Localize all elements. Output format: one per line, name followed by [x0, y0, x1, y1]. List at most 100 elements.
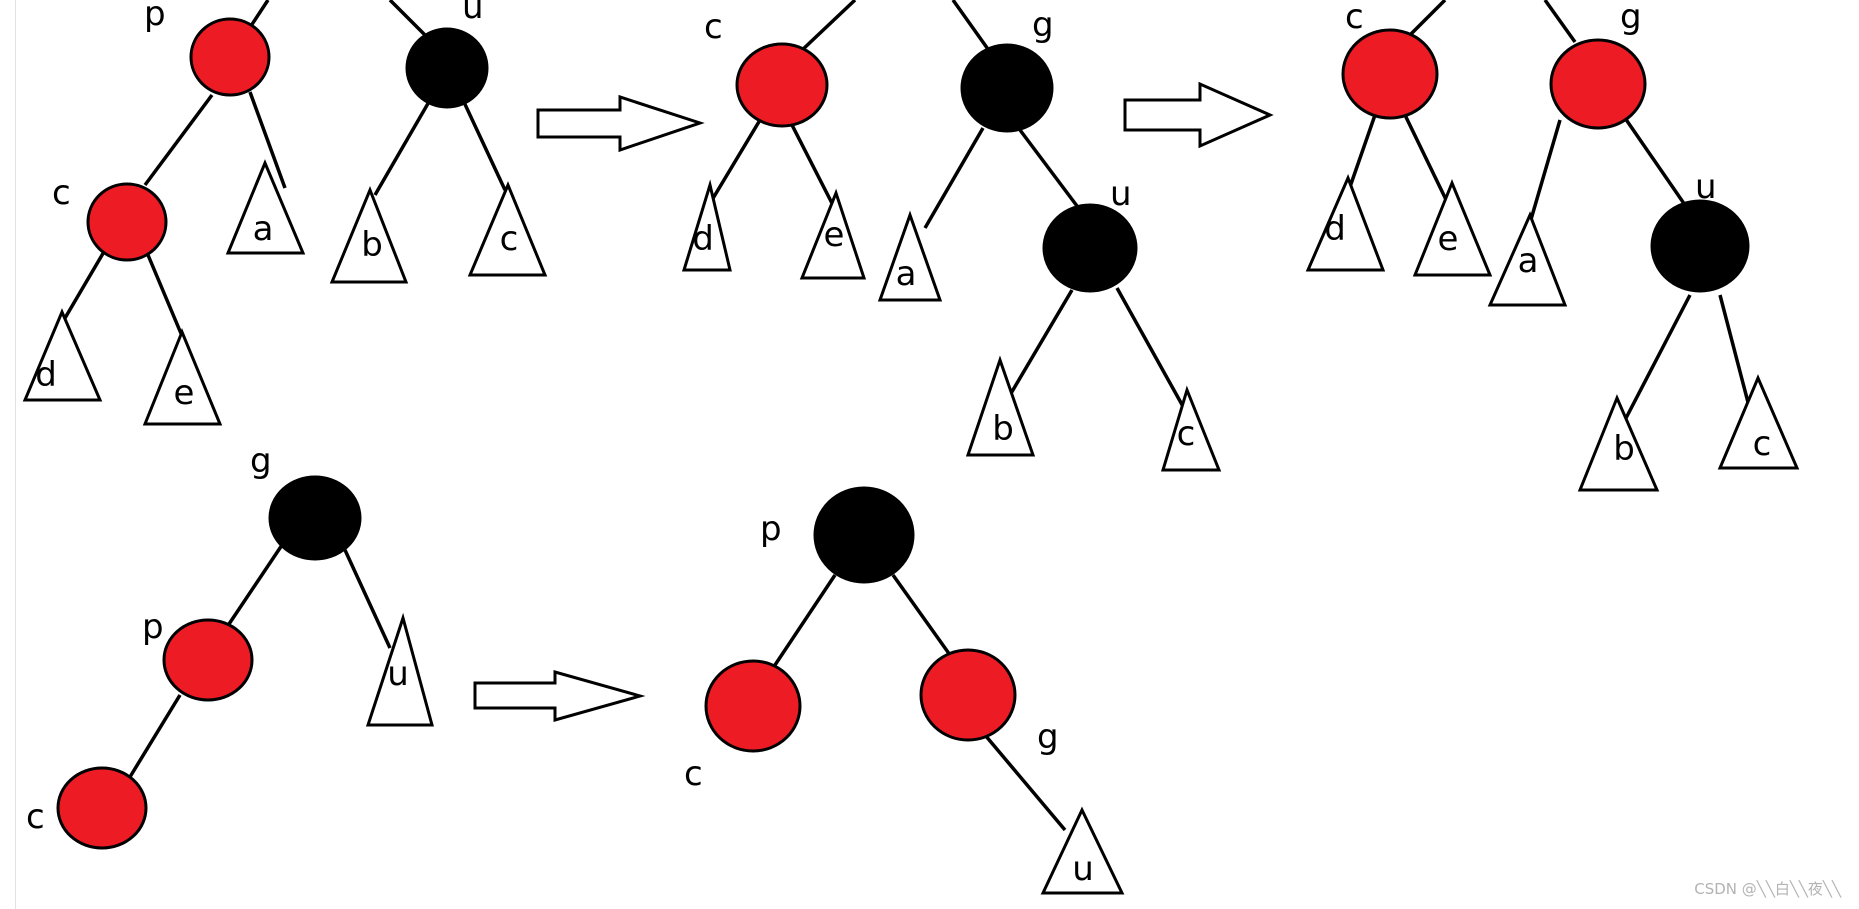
tree-3: c g u d e a b c — [1305, 0, 1800, 492]
edge — [1018, 128, 1082, 212]
subtree-label: b — [361, 225, 383, 265]
label-u: u — [1110, 174, 1132, 214]
edge — [1408, 0, 1447, 37]
tree-5: p c g u — [684, 486, 1125, 895]
node-g — [268, 475, 362, 561]
label-p: p — [142, 607, 164, 647]
node-g — [1549, 38, 1647, 130]
edge — [790, 124, 840, 216]
edge — [223, 544, 284, 631]
edge — [1543, 0, 1577, 44]
label-u: u — [462, 0, 484, 27]
label-u: u — [1695, 167, 1717, 207]
label-p: p — [760, 509, 782, 549]
node-p — [189, 17, 271, 97]
edge — [771, 574, 837, 669]
edge — [120, 694, 182, 791]
node-c — [86, 182, 168, 262]
edge — [1008, 289, 1074, 396]
tree-1: p u c a b c d e — [22, 0, 548, 426]
label-c: c — [1345, 0, 1364, 37]
tree-2: c g u d e a b c — [681, 0, 1222, 472]
label-g: g — [250, 441, 272, 481]
edge — [143, 93, 214, 187]
edge — [1718, 294, 1752, 411]
subtree-d — [1305, 174, 1386, 272]
label-g: g — [1620, 0, 1642, 37]
edge — [373, 99, 432, 196]
subtree-a — [877, 210, 943, 302]
subtree-e — [799, 188, 867, 280]
subtree-d — [22, 308, 103, 402]
subtree-label: e — [174, 373, 195, 413]
subtree-b — [1577, 394, 1660, 492]
subtree-label: a — [253, 209, 274, 249]
node-g — [919, 648, 1017, 742]
node-c — [735, 42, 829, 128]
node-c — [56, 766, 148, 850]
arrow-right — [1123, 81, 1274, 149]
node-u — [405, 27, 489, 109]
subtree-c — [467, 181, 548, 277]
node-u — [1650, 199, 1750, 293]
subtree-e — [1412, 179, 1493, 277]
edge — [923, 127, 985, 229]
subtree-a — [1487, 211, 1568, 307]
edge — [891, 573, 952, 657]
subtree-label: c — [1753, 424, 1772, 464]
tree-4: g p c u — [26, 441, 434, 850]
arrow-right — [536, 94, 705, 153]
edge — [1623, 294, 1692, 421]
node-c — [704, 659, 802, 753]
subtree-d — [681, 179, 732, 272]
node-c — [1341, 28, 1439, 120]
subtree-label: d — [35, 355, 57, 395]
label-c: c — [26, 797, 45, 837]
label-c: c — [704, 7, 723, 47]
watermark: CSDN @╲╲白╲╲夜╲╲ — [1694, 880, 1841, 898]
subtree-label: e — [1438, 219, 1459, 259]
node-p — [813, 486, 915, 584]
edge — [983, 733, 1067, 832]
subtree-c — [1160, 385, 1222, 472]
arrow-right — [473, 670, 646, 722]
subtree-label: u — [1072, 849, 1094, 889]
edge — [1403, 114, 1454, 213]
subtree-label: b — [1613, 429, 1635, 469]
subtree-label: a — [896, 254, 917, 294]
edge — [248, 91, 287, 189]
node-g — [960, 43, 1054, 133]
node-p — [162, 618, 254, 702]
edge — [1623, 117, 1687, 206]
edge — [146, 254, 187, 344]
edge — [951, 0, 992, 54]
edge — [343, 549, 392, 649]
subtree-label: u — [387, 654, 409, 694]
label-c: c — [52, 173, 71, 213]
subtree-label: b — [992, 409, 1014, 449]
left-margin-rule — [15, 0, 16, 909]
label-p: p — [144, 0, 166, 34]
edge — [388, 0, 427, 37]
subtree-a — [225, 159, 306, 255]
subtree-e — [142, 328, 223, 426]
subtree-label: a — [1518, 241, 1539, 281]
edge — [1115, 287, 1187, 411]
subtree-c — [1717, 374, 1800, 470]
subtree-b — [329, 185, 409, 284]
subtree-label: d — [1324, 209, 1346, 249]
subtree-label: e — [824, 215, 845, 255]
edge — [798, 0, 857, 54]
subtree-label: d — [692, 219, 714, 259]
subtree-b — [965, 355, 1036, 457]
subtree-label: c — [1177, 414, 1196, 454]
subtree-u — [365, 612, 434, 727]
label-g: g — [1037, 717, 1059, 757]
subtree-label: c — [500, 219, 519, 259]
label-c: c — [684, 754, 703, 794]
edge — [461, 99, 507, 191]
edge — [704, 119, 762, 211]
edge — [56, 249, 107, 331]
node-u — [1042, 203, 1138, 293]
